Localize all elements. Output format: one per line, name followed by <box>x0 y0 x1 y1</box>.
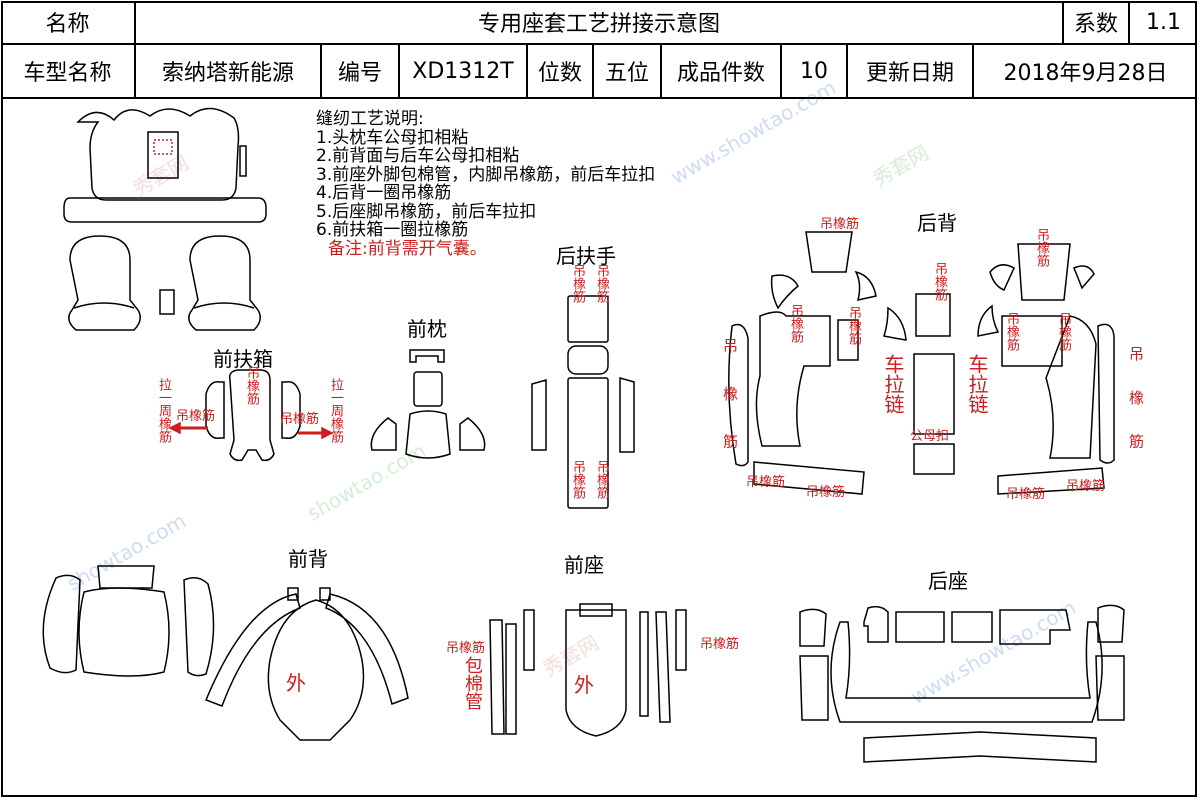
name-label: 名称 <box>1 1 136 43</box>
front-headrest-pattern <box>370 349 486 459</box>
annotation-snap: 公母扣 <box>910 429 949 444</box>
code-value: XD1312T <box>400 45 528 97</box>
annotation-pull-loop: 拉一周橡筋 <box>328 378 343 443</box>
annotation-elastic: 吊橡筋 <box>280 411 319 427</box>
annotation-outside: 外 <box>574 673 594 697</box>
seats-value: 五位 <box>594 45 662 97</box>
pieces-label: 成品件数 <box>662 45 782 97</box>
coef-value: 1.1 <box>1146 9 1181 35</box>
annotation-elastic-vertical: 吊橡筋 <box>594 460 609 499</box>
title-rear-back: 后背 <box>917 211 957 235</box>
pieces-value: 10 <box>782 45 848 97</box>
title-rear-armrest: 后扶手 <box>556 244 616 268</box>
annotation-elastic-split: 吊 橡 筋 <box>1127 346 1145 461</box>
note-item: 1.头枕车公母扣相粘 <box>316 127 469 148</box>
title-front-headrest: 前枕 <box>407 317 447 341</box>
title-front-seat: 前座 <box>564 553 604 577</box>
annotation-elastic: 吊橡筋 <box>746 474 785 490</box>
annotation-elastic-vertical: 吊橡筋 <box>244 366 259 405</box>
date-value: 2018年9月28日 <box>1003 61 1168 86</box>
notes-remark: 备注:前背需开气囊。 <box>328 238 487 259</box>
elastic-annotations: 吊橡筋 吊橡筋 吊橡筋 吊橡筋 吊橡筋 吊橡筋 吊橡筋 吊橡筋 吊橡筋 公母扣 <box>176 216 1105 656</box>
rear-seat-pattern <box>799 604 1125 763</box>
doc-title: 专用座套工艺拼接示意图 <box>136 1 1064 43</box>
seats-label: 位数 <box>528 45 594 97</box>
note-item: 2.前背面与后车公母扣相粘 <box>316 146 520 166</box>
annotation-elastic: 吊橡筋 <box>446 640 485 656</box>
note-item: 3.前座外脚包棉管，内脚吊橡筋，前后车拉扣 <box>316 164 656 185</box>
annotation-car-zipper: 车拉链 <box>965 354 989 414</box>
large-annotations: 外 外 <box>286 671 594 697</box>
title-front-back: 前背 <box>288 547 328 571</box>
front-seats-overview <box>68 235 261 331</box>
sewing-notes: 缝纫工艺说明: 1.头枕车公母扣相粘 2.前背面与后车公母扣相粘 3.前座外脚包… <box>316 110 655 258</box>
note-item: 5.后座脚吊橡筋，前后车拉扣 <box>316 201 537 222</box>
title-front-armrest: 前扶箱 <box>213 347 273 371</box>
front-back-pattern <box>42 565 409 741</box>
annotation-outside: 外 <box>286 671 306 695</box>
annotation-elastic-vertical: 吊橡筋 <box>932 262 947 301</box>
annotation-car-zipper: 车拉链 <box>881 354 905 414</box>
notes-title: 缝纫工艺说明: <box>316 109 424 129</box>
annotation-elastic: 吊橡筋 <box>176 408 215 424</box>
annotation-elastic-vertical: 吊橡筋 <box>1056 312 1071 351</box>
title-rear-seat: 后座 <box>928 569 968 593</box>
rear-armrest-pattern <box>531 295 635 509</box>
annotation-elastic: 吊橡筋 <box>806 484 845 500</box>
note-item: 4.后背一圈吊橡筋 <box>316 183 452 203</box>
annotation-foam-tube: 包棉管 <box>462 656 483 710</box>
code-label: 编号 <box>322 45 400 97</box>
note-item: 6.前扶箱一圈拉橡筋 <box>316 220 469 240</box>
annotation-elastic-split: 吊 橡 筋 <box>721 338 739 463</box>
annotation-elastic-vertical: 吊橡筋 <box>1004 312 1019 351</box>
front-seat-pattern <box>489 603 687 737</box>
annotation-elastic-vertical: 吊橡筋 <box>570 460 585 499</box>
annotation-elastic-vertical: 吊橡筋 <box>594 264 609 303</box>
annotation-elastic: 吊橡筋 <box>820 216 859 232</box>
model-value: 索纳塔新能源 <box>136 45 322 97</box>
front-armrest-pattern <box>168 369 334 462</box>
annotation-elastic: 吊橡筋 <box>1006 486 1045 502</box>
header-row-1: 名称 专用座套工艺拼接示意图 系数 1.1 <box>1 1 1197 45</box>
header-row-2: 车型名称 索纳塔新能源 编号 XD1312T 位数 五位 成品件数 10 更新日… <box>1 45 1197 99</box>
annotation-elastic: 吊橡筋 <box>700 636 739 652</box>
annotation-pull-loop: 拉一周橡筋 <box>156 378 171 443</box>
coef-label: 系数 <box>1064 1 1130 43</box>
rear-bench-overview <box>63 107 267 223</box>
annotation-elastic-vertical: 吊橡筋 <box>846 306 861 345</box>
annotation-elastic-vertical: 吊橡筋 <box>788 304 803 343</box>
model-label: 车型名称 <box>1 45 136 97</box>
date-label: 更新日期 <box>848 45 974 97</box>
annotation-elastic-vertical: 吊橡筋 <box>570 264 585 303</box>
rear-back-pattern <box>728 231 1115 495</box>
annotation-elastic: 吊橡筋 <box>1066 478 1105 494</box>
annotation-elastic-vertical: 吊橡筋 <box>1034 228 1049 267</box>
